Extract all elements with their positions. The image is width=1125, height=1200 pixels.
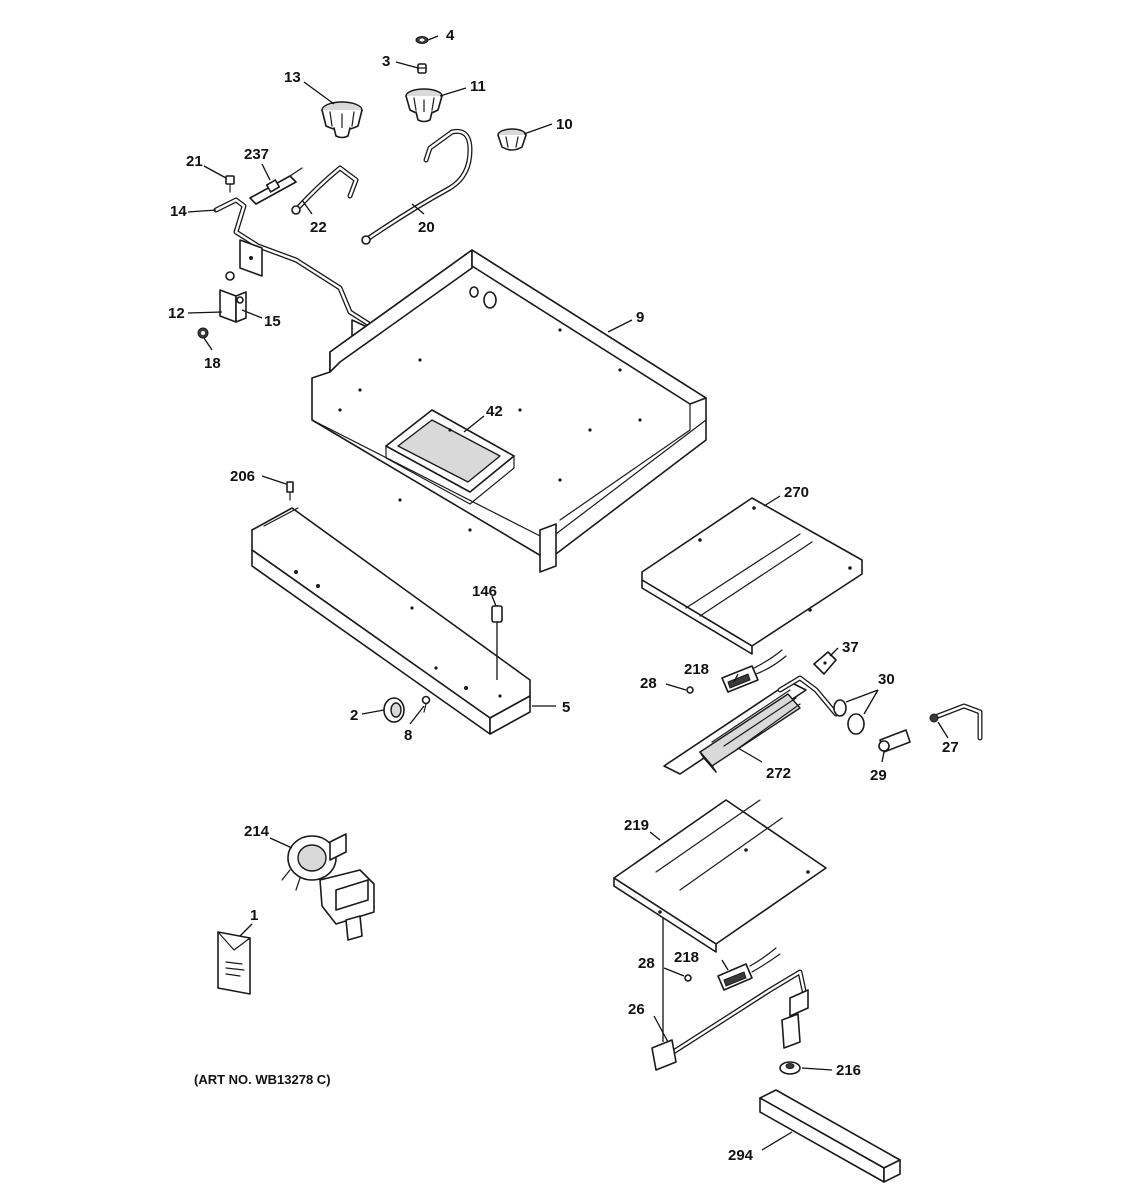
callout-29: 29 [870, 767, 887, 784]
bracket-37 [813, 651, 837, 675]
callout-9: 9 [636, 309, 644, 326]
callout-28-lower: 28 [638, 955, 655, 972]
screw-8 [421, 695, 431, 713]
callout-13: 13 [284, 69, 301, 86]
igniter-218-upper [721, 649, 787, 693]
nut-216 [779, 1061, 801, 1075]
callout-270: 270 [784, 484, 809, 501]
valve-237 [249, 167, 303, 205]
callout-26: 26 [628, 1001, 645, 1018]
literature-1 [217, 931, 251, 995]
callout-12: 12 [168, 305, 185, 322]
thermostat-valve-214 [281, 833, 375, 941]
callout-216: 216 [836, 1062, 861, 1079]
callout-20: 20 [418, 219, 435, 236]
orifice-3 [417, 63, 427, 74]
burner-box-9 [311, 249, 707, 573]
clip-146 [491, 605, 503, 680]
screw-28-lower [684, 974, 692, 982]
callout-27: 27 [942, 739, 959, 756]
bracket-294 [759, 1089, 901, 1183]
callout-37: 37 [842, 639, 859, 656]
callout-272: 272 [766, 765, 791, 782]
manifold-panel-5 [251, 507, 531, 735]
nut-18 [197, 327, 209, 339]
callout-219: 219 [624, 817, 649, 834]
callout-22: 22 [310, 219, 327, 236]
callout-11: 11 [470, 78, 486, 95]
callout-2: 2 [350, 707, 358, 724]
callout-18: 18 [204, 355, 221, 372]
burner-head-11 [405, 88, 443, 123]
fitting-21 [225, 175, 235, 193]
callout-14: 14 [170, 203, 187, 220]
art-number: (ART NO. WB13278 C) [194, 1072, 331, 1087]
callout-5: 5 [562, 699, 570, 716]
callout-4: 4 [446, 27, 455, 44]
callout-1: 1 [250, 907, 258, 924]
callout-206: 206 [230, 468, 255, 485]
nut-4 [415, 36, 429, 44]
callout-218-upper: 218 [684, 661, 709, 678]
tube-20 [361, 128, 473, 245]
leader-lines [187, 35, 949, 1151]
callout-214: 214 [244, 823, 270, 840]
bracket-12-15 [219, 271, 247, 323]
callout-237: 237 [244, 146, 269, 163]
callout-146: 146 [472, 583, 497, 600]
burner-26 [651, 969, 809, 1071]
burner-272 [663, 681, 807, 775]
callout-30: 30 [878, 671, 895, 688]
shield-270 [641, 497, 863, 655]
pipe-27 [929, 703, 983, 741]
cover-42 [385, 409, 515, 505]
tube-bend-30 [777, 675, 865, 735]
callout-8: 8 [404, 727, 412, 744]
knob-2 [383, 697, 405, 723]
callout-15: 15 [264, 313, 281, 330]
callout-218-lower: 218 [674, 949, 699, 966]
callout-28-upper: 28 [640, 675, 657, 692]
burner-head-10 [497, 128, 527, 151]
callout-21: 21 [186, 153, 203, 170]
callout-42: 42 [486, 403, 503, 420]
burner-head-13 [321, 101, 363, 139]
callout-3: 3 [382, 53, 390, 70]
callout-labels: 4 3 13 11 10 21 237 14 22 20 12 15 18 9 … [168, 27, 959, 1164]
orifice-29 [878, 729, 911, 753]
igniter-218-lower [717, 947, 781, 991]
screw-28-upper [686, 686, 694, 694]
screw-206 [286, 481, 294, 501]
tube-22 [291, 165, 359, 215]
callout-10: 10 [556, 116, 573, 133]
shield-219 [613, 799, 827, 1042]
callout-294: 294 [728, 1147, 754, 1164]
